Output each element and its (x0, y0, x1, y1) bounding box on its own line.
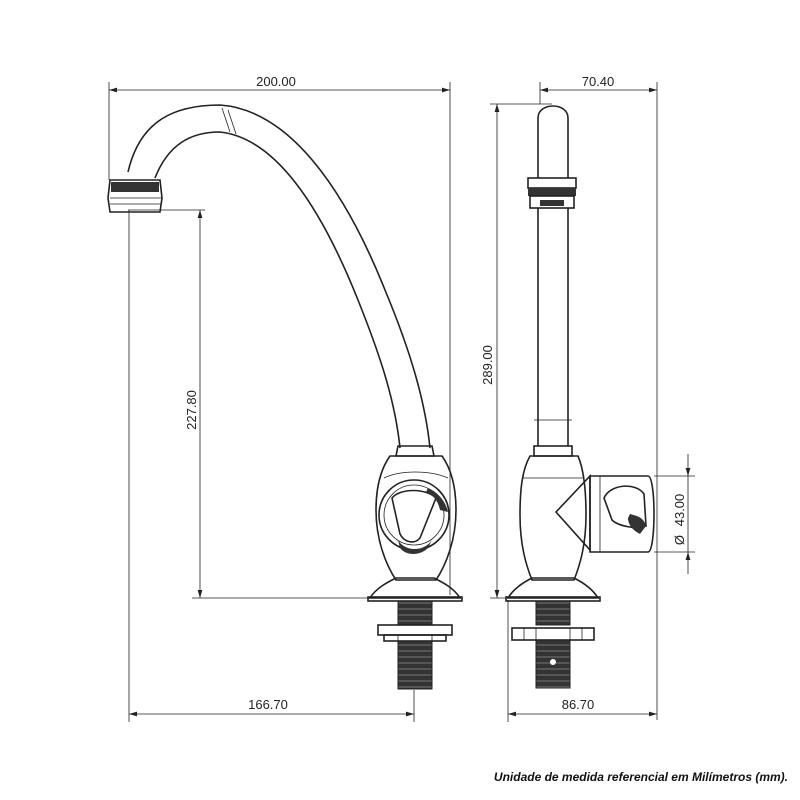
front-view-faucet (107, 104, 463, 690)
dim-total-height: 289.00 (480, 345, 495, 385)
front-spout-inner (154, 131, 401, 449)
dim-spout-height: 227.80 (184, 390, 199, 430)
front-spout-outer (127, 104, 431, 449)
front-valve-body (375, 455, 457, 581)
units-caption: Unidade de medida referencial em Milímet… (493, 770, 788, 784)
side-spout-tube (537, 105, 569, 178)
side-aerator (527, 177, 577, 209)
dim-front-width: 200.00 (256, 74, 296, 89)
side-base-flange (505, 577, 601, 602)
side-view-faucet (505, 105, 655, 689)
side-threaded-shank (511, 600, 595, 689)
front-threaded-shank (377, 600, 453, 690)
front-base-flange (367, 577, 463, 602)
dim-handle-diameter: 43.00 (672, 494, 687, 527)
dim-side-width: 70.40 (582, 74, 615, 89)
dim-front-base-offset: 166.70 (248, 697, 288, 712)
side-valve-body (519, 455, 587, 581)
dim-side-base-offset: 86.70 (562, 697, 595, 712)
dim-diameter-symbol: Ø (672, 535, 687, 545)
dimension-lines (108, 82, 695, 722)
front-aerator (107, 179, 163, 213)
side-handle (554, 473, 655, 553)
